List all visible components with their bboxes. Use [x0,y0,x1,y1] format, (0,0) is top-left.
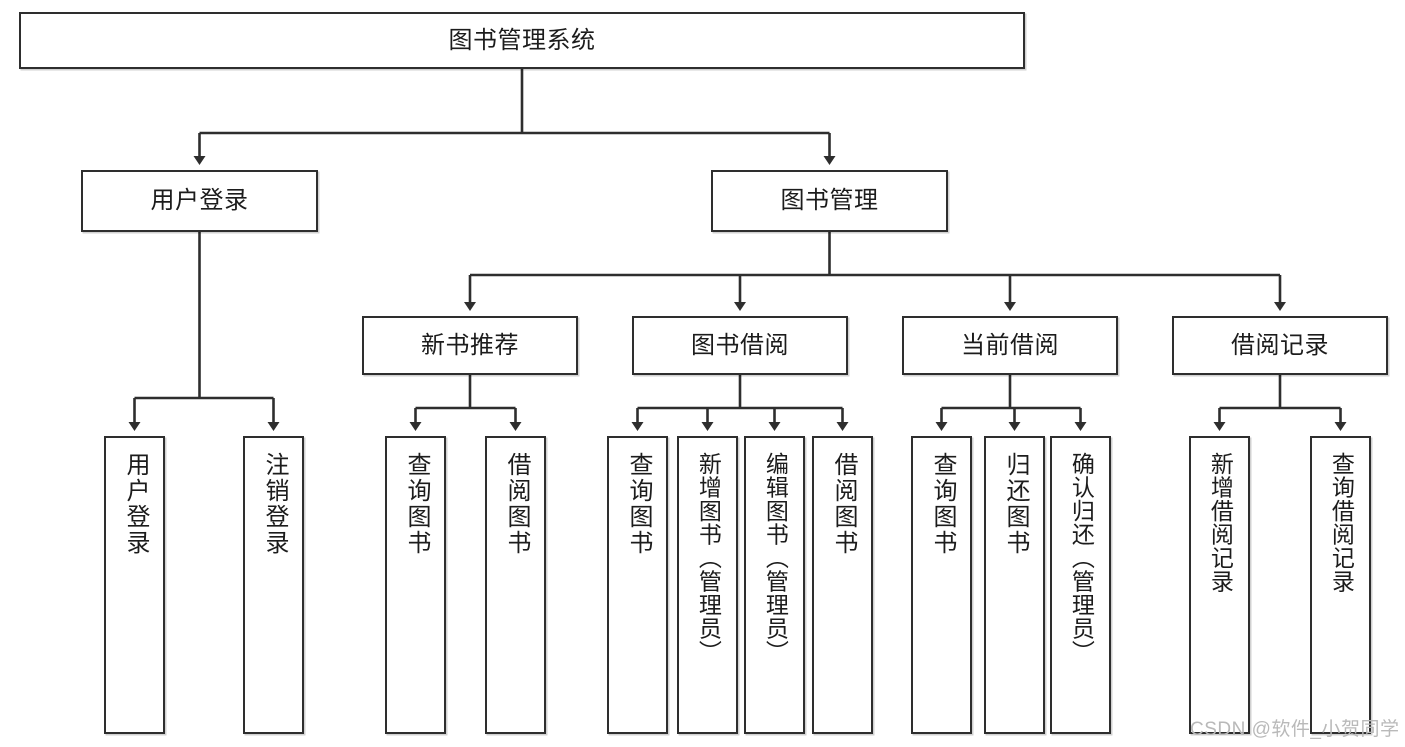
node-label: 用户登录 [150,187,249,215]
watermark-text: CSDN @软件_小贺同学 [1190,719,1400,740]
node-leaf-query-book-3[interactable]: 查询图书 [911,436,972,734]
node-label: 确认归还（管理员） [1068,452,1095,664]
node-new-book-recommend[interactable]: 新书推荐 [362,316,578,375]
node-label: 图书管理 [780,187,879,215]
node-leaf-add-borrow-record[interactable]: 新增借阅记录 [1189,436,1250,734]
node-leaf-user-login[interactable]: 用户登录 [104,436,165,734]
node-borrow-record[interactable]: 借阅记录 [1172,316,1388,375]
node-leaf-return-book[interactable]: 归还图书 [984,436,1045,734]
node-book-borrow[interactable]: 图书借阅 [632,316,848,375]
node-label: 查询图书 [624,452,652,556]
node-leaf-confirm-return[interactable]: 确认归还（管理员） [1050,436,1111,734]
node-leaf-query-book-1[interactable]: 查询图书 [385,436,446,734]
node-label: 新增借阅记录 [1207,452,1234,593]
node-leaf-add-book-admin[interactable]: 新增图书（管理员） [677,436,738,734]
node-label: 借阅图书 [502,452,530,556]
node-label: 图书管理系统 [448,26,596,54]
node-label: 新书推荐 [421,331,519,359]
node-label: 用户登录 [121,452,149,556]
node-label: 查询图书 [402,452,430,556]
node-leaf-logout[interactable]: 注销登录 [243,436,304,734]
node-label: 注销登录 [260,452,288,556]
node-root[interactable]: 图书管理系统 [19,12,1025,69]
node-user-login[interactable]: 用户登录 [81,170,318,232]
node-label: 查询借阅记录 [1328,452,1355,593]
node-label: 新增图书（管理员） [695,452,722,664]
node-leaf-edit-book-admin[interactable]: 编辑图书（管理员） [744,436,805,734]
node-label: 当前借阅 [961,331,1059,359]
node-label: 借阅记录 [1231,331,1329,359]
node-leaf-query-book-2[interactable]: 查询图书 [607,436,668,734]
node-leaf-query-borrow-record[interactable]: 查询借阅记录 [1310,436,1371,734]
node-label: 归还图书 [1001,452,1029,556]
node-label: 编辑图书（管理员） [762,452,789,664]
node-label: 借阅图书 [829,452,857,556]
node-label: 查询图书 [928,452,956,556]
node-leaf-borrow-book-1[interactable]: 借阅图书 [485,436,546,734]
node-leaf-borrow-book-2[interactable]: 借阅图书 [812,436,873,734]
node-current-borrow[interactable]: 当前借阅 [902,316,1118,375]
node-book-manage[interactable]: 图书管理 [711,170,948,232]
node-label: 图书借阅 [691,331,789,359]
